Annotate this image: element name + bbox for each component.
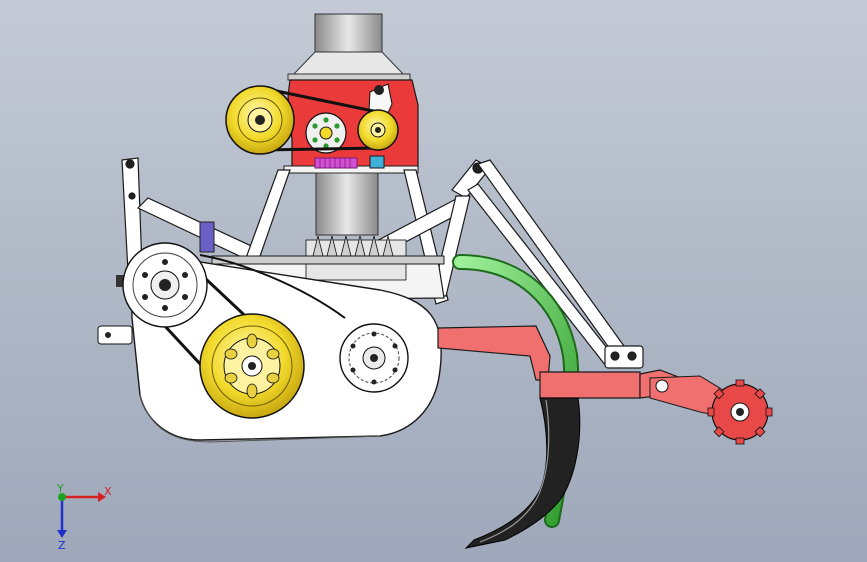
seed-hopper[interactable]	[287, 13, 411, 81]
hopper-rim	[287, 73, 411, 81]
metering-disc-hub	[319, 126, 333, 140]
y-axis-label: Y	[56, 482, 64, 495]
press-wheel-assembly[interactable]	[639, 369, 773, 445]
drive-sprocket[interactable]	[122, 242, 208, 328]
lower-chain-loop	[199, 254, 346, 319]
spring-coils	[319, 158, 351, 168]
opener-knife-blade	[464, 397, 581, 549]
bracket-bolt-2	[627, 351, 637, 361]
chain-case-lip	[139, 394, 381, 443]
drive-shaft	[211, 255, 445, 265]
cyan-sensor	[369, 155, 385, 169]
y-axis-dot	[58, 493, 66, 501]
z-axis-head	[57, 530, 67, 538]
seed-tube-column	[315, 172, 379, 236]
left-bolt-stub	[116, 275, 126, 287]
upper-drive-belt	[261, 86, 379, 152]
x-axis-head	[98, 492, 106, 502]
tension-arm-pivot	[374, 85, 384, 95]
parallel-link-long	[477, 159, 625, 353]
z-axis-label: Z	[58, 539, 66, 552]
left-upright-top-hole	[125, 159, 135, 169]
left-mount-tab	[97, 325, 133, 345]
hopper-funnel	[290, 51, 407, 77]
upper-small-pulley[interactable]	[357, 109, 399, 151]
opener-beam	[437, 325, 551, 381]
hopper-top-box	[314, 13, 383, 53]
bracket-bolt	[610, 351, 620, 361]
right-idler-hub[interactable]	[339, 323, 409, 393]
opener-crossbar	[539, 371, 641, 399]
opener-shank[interactable]	[437, 325, 641, 399]
press-wheel	[707, 379, 773, 445]
x-axis-label: X	[104, 485, 112, 498]
aframe-left-leg	[245, 169, 291, 263]
press-wheel-arm-pivot	[655, 379, 669, 393]
left-mount-tab-hole	[105, 332, 111, 338]
orientation-triad: X Y Z	[56, 482, 112, 552]
opener-knife-edge	[479, 399, 550, 543]
purple-bracket	[199, 221, 215, 253]
lower-large-pulley[interactable]	[199, 313, 305, 419]
upper-large-pulley[interactable]	[225, 85, 295, 155]
metering-disc-holes	[312, 117, 340, 149]
metering-spring	[314, 157, 358, 169]
left-upright-mid-hole	[128, 192, 136, 200]
opener-knife[interactable]	[464, 397, 581, 549]
